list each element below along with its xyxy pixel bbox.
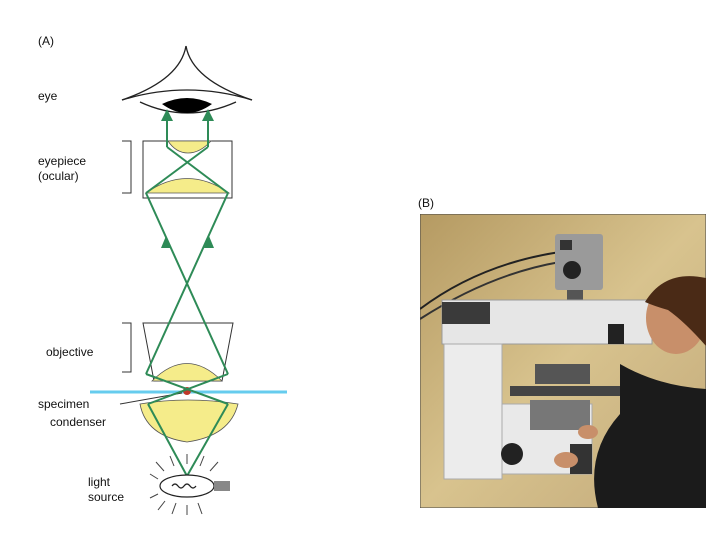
objective-lens <box>142 322 234 382</box>
person-figure <box>554 276 706 508</box>
eyepiece <box>142 140 233 199</box>
eye-label: eye <box>38 89 58 103</box>
specimen-label: specimen <box>38 397 89 411</box>
objective-label: objective <box>46 345 94 359</box>
light-bulb-icon <box>149 454 230 515</box>
light-path-rays <box>145 109 229 477</box>
condenser-lens <box>139 399 239 443</box>
microscope-photo <box>420 214 706 508</box>
eyepiece-label: eyepiece <box>38 154 86 168</box>
microscope-icon <box>441 299 653 480</box>
light-label: light <box>88 475 111 489</box>
ray-direction-arrows <box>161 236 214 248</box>
microscope-light-path-diagram: (A) eye eyepiece (ocular) objective spec… <box>38 34 287 515</box>
ocular-label: (ocular) <box>38 169 79 183</box>
camera-icon <box>555 234 603 302</box>
eye-icon <box>121 45 253 114</box>
source-label: source <box>88 490 124 504</box>
panel-b-label: (B) <box>418 196 434 210</box>
condenser-label: condenser <box>50 415 106 429</box>
panel-a-label: (A) <box>38 34 54 48</box>
objective-bracket <box>122 322 132 373</box>
eyepiece-bracket <box>122 140 132 194</box>
